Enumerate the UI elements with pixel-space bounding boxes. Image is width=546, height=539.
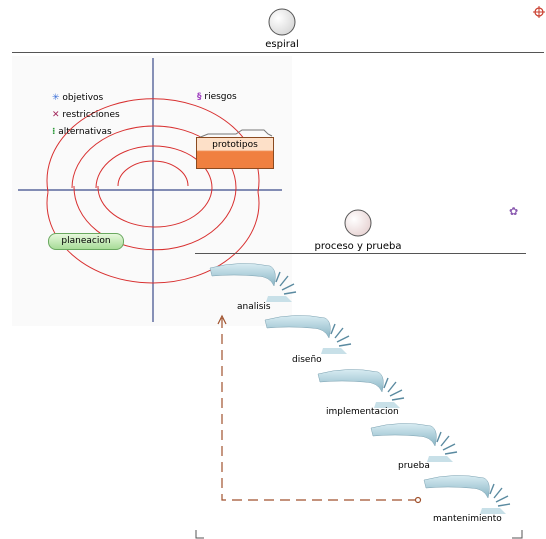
prototype-label: prototipos: [212, 140, 258, 150]
spiral-ring-2: [95, 145, 213, 228]
prototype-box[interactable]: prototipos: [196, 137, 274, 169]
step-label-prueba[interactable]: prueba: [398, 461, 430, 471]
legend-item-alternativas: ⁝ alternativas: [52, 127, 112, 137]
spiral-ring-4: [46, 98, 260, 284]
planning-label: planeacion: [61, 236, 111, 246]
step-label-analisis[interactable]: analisis: [237, 302, 271, 312]
step-shape-analisis: [209, 262, 297, 303]
spiral-title: espiral: [265, 39, 299, 50]
legend-label: restricciones: [62, 110, 120, 120]
legend-item-riesgos: § riesgos: [197, 92, 237, 102]
corner-mark-left: [195, 530, 204, 539]
legend-label: objetivos: [62, 93, 104, 103]
process-node-circle[interactable]: [343, 208, 373, 238]
x-mark-icon: ✕: [52, 110, 60, 120]
feedback-arrow: [217, 314, 422, 504]
dots-icon: ⁝: [52, 127, 56, 137]
legend-item-objetivos: ✳ objetivos: [52, 93, 103, 103]
step-label-diseno[interactable]: diseño: [292, 355, 322, 365]
step-label-implementacion[interactable]: implementacion: [326, 407, 399, 417]
step-label-mantenimiento[interactable]: mantenimiento: [433, 514, 502, 524]
step-shape-implementacion: [317, 368, 405, 409]
prototype-stack-edges: [197, 129, 273, 139]
step-shape-diseno: [264, 314, 352, 355]
corner-mark-right: [512, 530, 523, 539]
spiral-node-circle[interactable]: [267, 7, 297, 37]
spiral-ring-1: [117, 160, 189, 187]
asterisk-icon: ✳: [52, 93, 60, 103]
palette-icon: ✿: [509, 205, 519, 218]
spiral-divider: [12, 52, 544, 53]
planning-button[interactable]: planeacion: [48, 233, 124, 250]
spiral-panel: [12, 56, 292, 326]
step-shape-prueba: [370, 422, 458, 463]
legend-label: riesgos: [204, 92, 237, 102]
legend-item-restricciones: ✕ restricciones: [52, 110, 120, 120]
process-title: proceso y prueba: [314, 241, 402, 252]
target-icon: [533, 6, 545, 18]
process-divider: [195, 253, 526, 254]
squiggle-icon: §: [197, 92, 202, 102]
step-shape-mantenimiento: [423, 474, 511, 515]
legend-label: alternativas: [58, 127, 112, 137]
